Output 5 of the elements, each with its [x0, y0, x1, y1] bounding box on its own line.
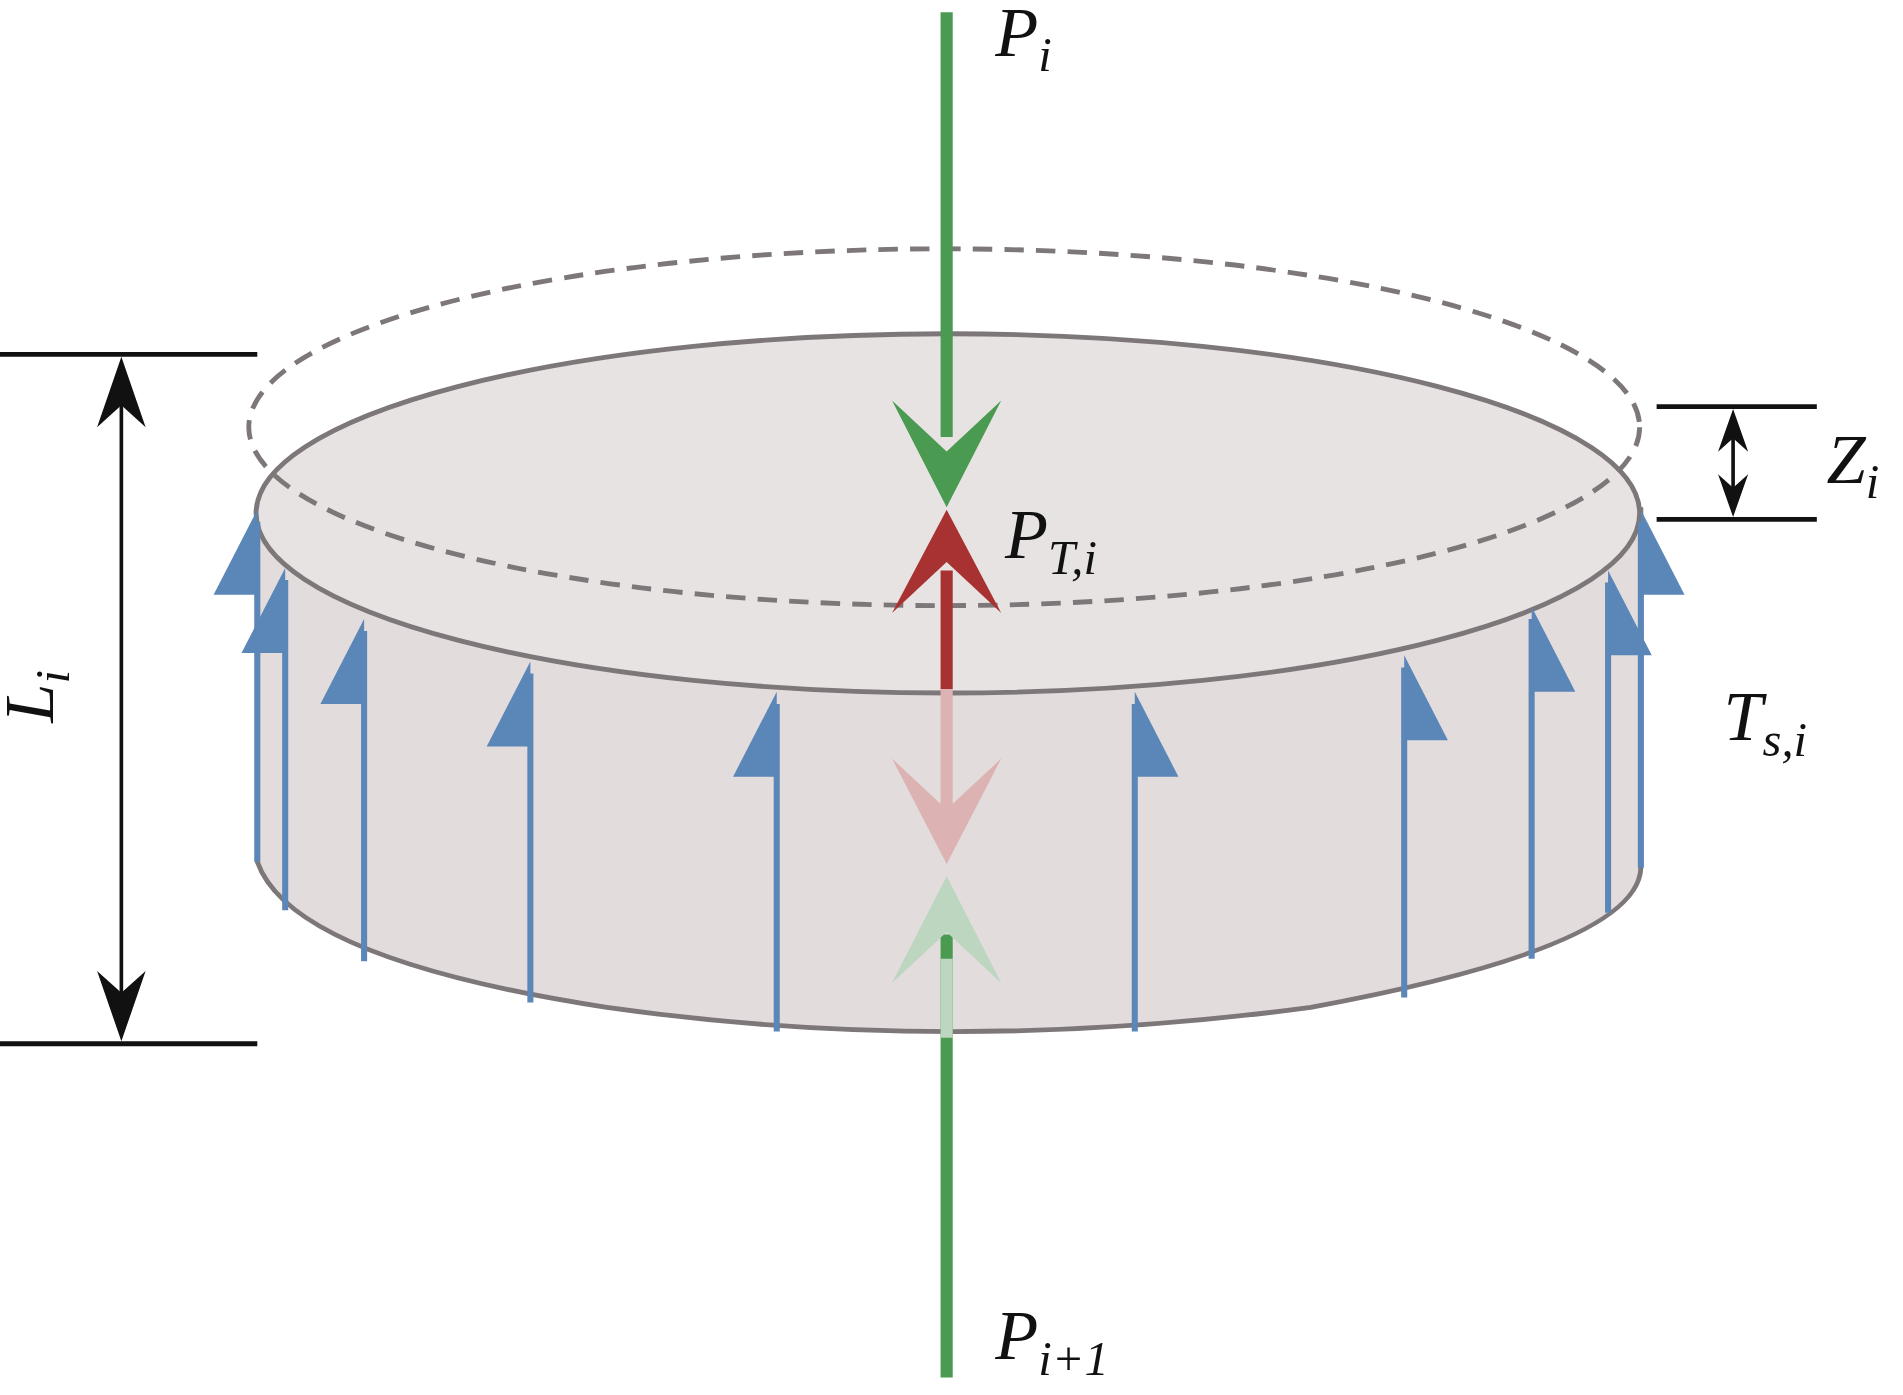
force-label: P$_{i}$	[995, 0, 1052, 80]
force-label: P$_{T,i}$	[1004, 500, 1097, 583]
dimension-label: Z$_{i}$	[1826, 424, 1880, 507]
force-label: T$_{s,i}$	[1723, 682, 1808, 765]
force-label: P$_{i+1}$	[995, 1301, 1109, 1384]
